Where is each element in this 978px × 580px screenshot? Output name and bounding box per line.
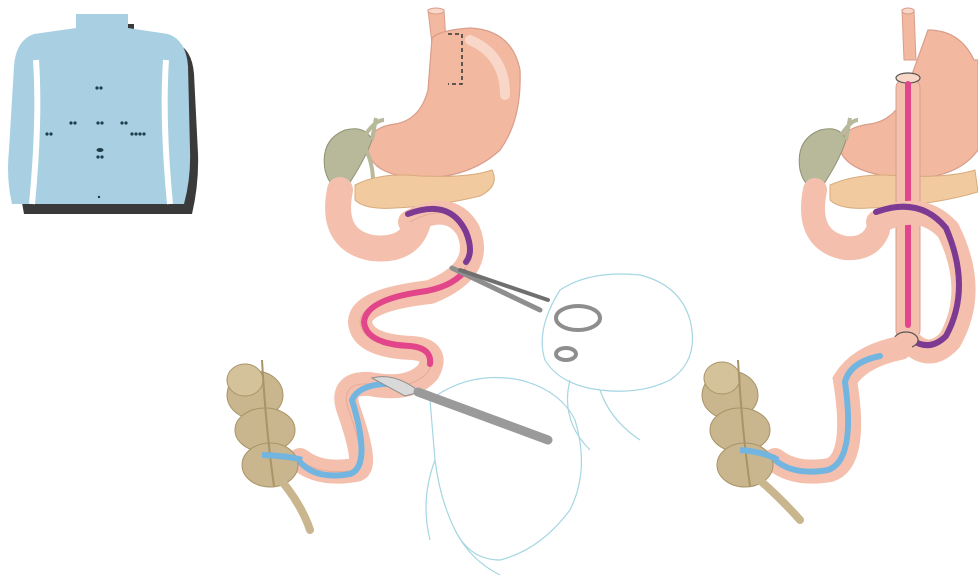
colon-after: [702, 360, 800, 520]
common-channel: [775, 348, 900, 472]
esophagus-after-cut-end: [902, 8, 914, 14]
esophagus-after: [902, 10, 916, 60]
